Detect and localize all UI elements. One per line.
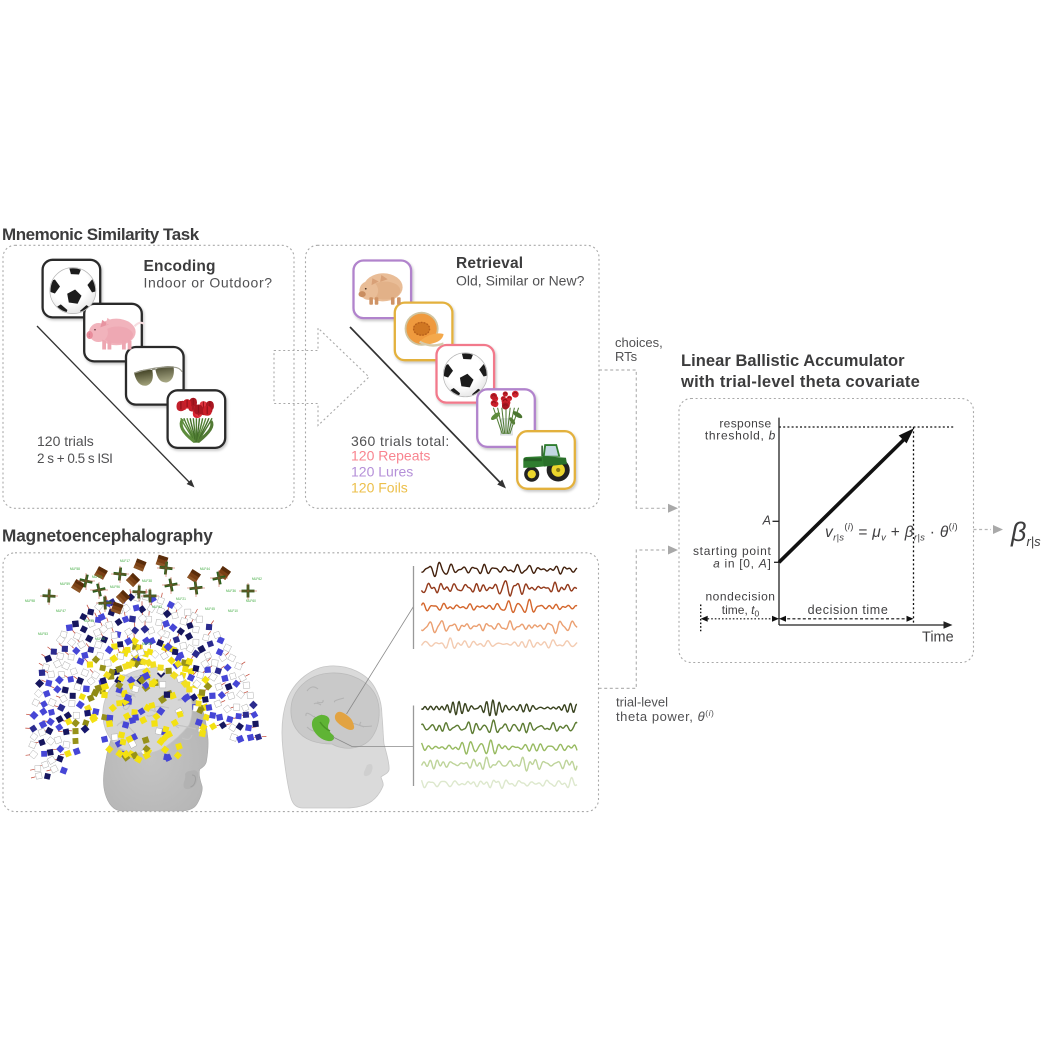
svg-text:MLF10: MLF10 [228, 609, 238, 613]
svg-text:360 trials total:: 360 trials total: [351, 433, 450, 449]
svg-text:βr|s: βr|s [1010, 517, 1041, 549]
svg-text:MLF60: MLF60 [246, 599, 256, 603]
svg-text:a in [0, A]: a in [0, A] [713, 557, 771, 571]
svg-text:choices,: choices, [615, 335, 663, 350]
svg-text:MLF17: MLF17 [120, 559, 130, 563]
svg-text:2 s + 0.5 s ISI: 2 s + 0.5 s ISI [37, 451, 112, 466]
svg-text:Indoor or Outdoor?: Indoor or Outdoor? [144, 275, 273, 291]
svg-text:time, t0: time, t0 [722, 603, 760, 619]
svg-text:MLF35: MLF35 [142, 642, 152, 646]
svg-text:MLF36: MLF36 [84, 619, 94, 623]
svg-text:Linear Ballistic Accumulator: Linear Ballistic Accumulator [681, 352, 905, 370]
svg-text:Encoding: Encoding [144, 258, 216, 275]
svg-text:MLF47: MLF47 [56, 609, 66, 613]
svg-text:MLF58: MLF58 [70, 567, 80, 571]
svg-text:Mnemonic Similarity Task: Mnemonic Similarity Task [2, 225, 200, 244]
svg-text:decision time: decision time [808, 603, 889, 617]
svg-text:MLF15: MLF15 [95, 637, 105, 641]
svg-text:MLF98: MLF98 [25, 599, 35, 603]
svg-text:with trial-level theta covaria: with trial-level theta covariate [680, 373, 920, 391]
svg-text:120 Lures: 120 Lures [351, 464, 413, 480]
svg-text:MLF38: MLF38 [142, 579, 152, 583]
svg-text:MLF63: MLF63 [152, 605, 162, 609]
svg-text:MLF59: MLF59 [60, 582, 70, 586]
svg-text:nondecision: nondecision [705, 590, 775, 604]
svg-text:MLF36: MLF36 [226, 589, 236, 593]
svg-text:120 trials: 120 trials [37, 433, 94, 449]
svg-text:MLF44: MLF44 [200, 567, 210, 571]
svg-text:MLF62: MLF62 [252, 577, 262, 581]
svg-text:MLF53: MLF53 [38, 632, 48, 636]
svg-text:theta power, θ(i): theta power, θ(i) [616, 708, 714, 724]
svg-text:MLF96: MLF96 [110, 585, 120, 589]
svg-text:MLF23: MLF23 [92, 575, 102, 579]
svg-text:Retrieval: Retrieval [456, 255, 523, 272]
svg-text:Old, Similar or New?: Old, Similar or New? [456, 273, 585, 289]
svg-text:Magnetoencephalography: Magnetoencephalography [2, 526, 213, 546]
svg-text:Time: Time [922, 630, 954, 646]
svg-text:120 Repeats: 120 Repeats [351, 448, 430, 464]
svg-text:vr|s(i) = μv + βr|s · θ(i): vr|s(i) = μv + βr|s · θ(i) [825, 522, 958, 544]
svg-text:MLF45: MLF45 [205, 607, 215, 611]
svg-text:threshold, b: threshold, b [705, 429, 776, 443]
svg-text:response: response [719, 417, 771, 431]
svg-text:A: A [762, 514, 771, 528]
svg-text:MLF21: MLF21 [176, 597, 186, 601]
svg-text:starting point: starting point [693, 544, 772, 558]
svg-text:RTs: RTs [615, 349, 638, 364]
svg-text:120 Foils: 120 Foils [351, 480, 408, 496]
svg-text:trial-level: trial-level [616, 695, 668, 710]
